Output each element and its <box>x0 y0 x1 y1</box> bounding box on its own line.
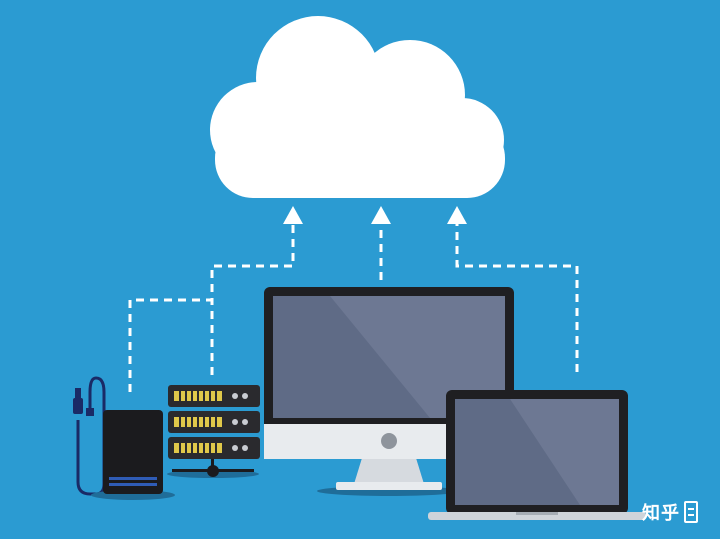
external-hard-drive-icon <box>91 410 175 500</box>
connection-lines <box>128 224 579 392</box>
upload-arrow-icon <box>283 206 467 224</box>
server-unit <box>168 437 260 459</box>
watermark-logo-icon <box>684 501 698 523</box>
server-unit <box>168 385 260 407</box>
usb-cable-icon <box>73 376 106 496</box>
watermark-text: 知乎 <box>642 503 680 524</box>
zhihu-watermark: 知乎 <box>642 499 698 525</box>
server-unit <box>168 411 260 433</box>
server-rack-icon <box>167 385 260 478</box>
laptop-icon <box>428 390 646 520</box>
cloud-icon <box>210 16 505 198</box>
